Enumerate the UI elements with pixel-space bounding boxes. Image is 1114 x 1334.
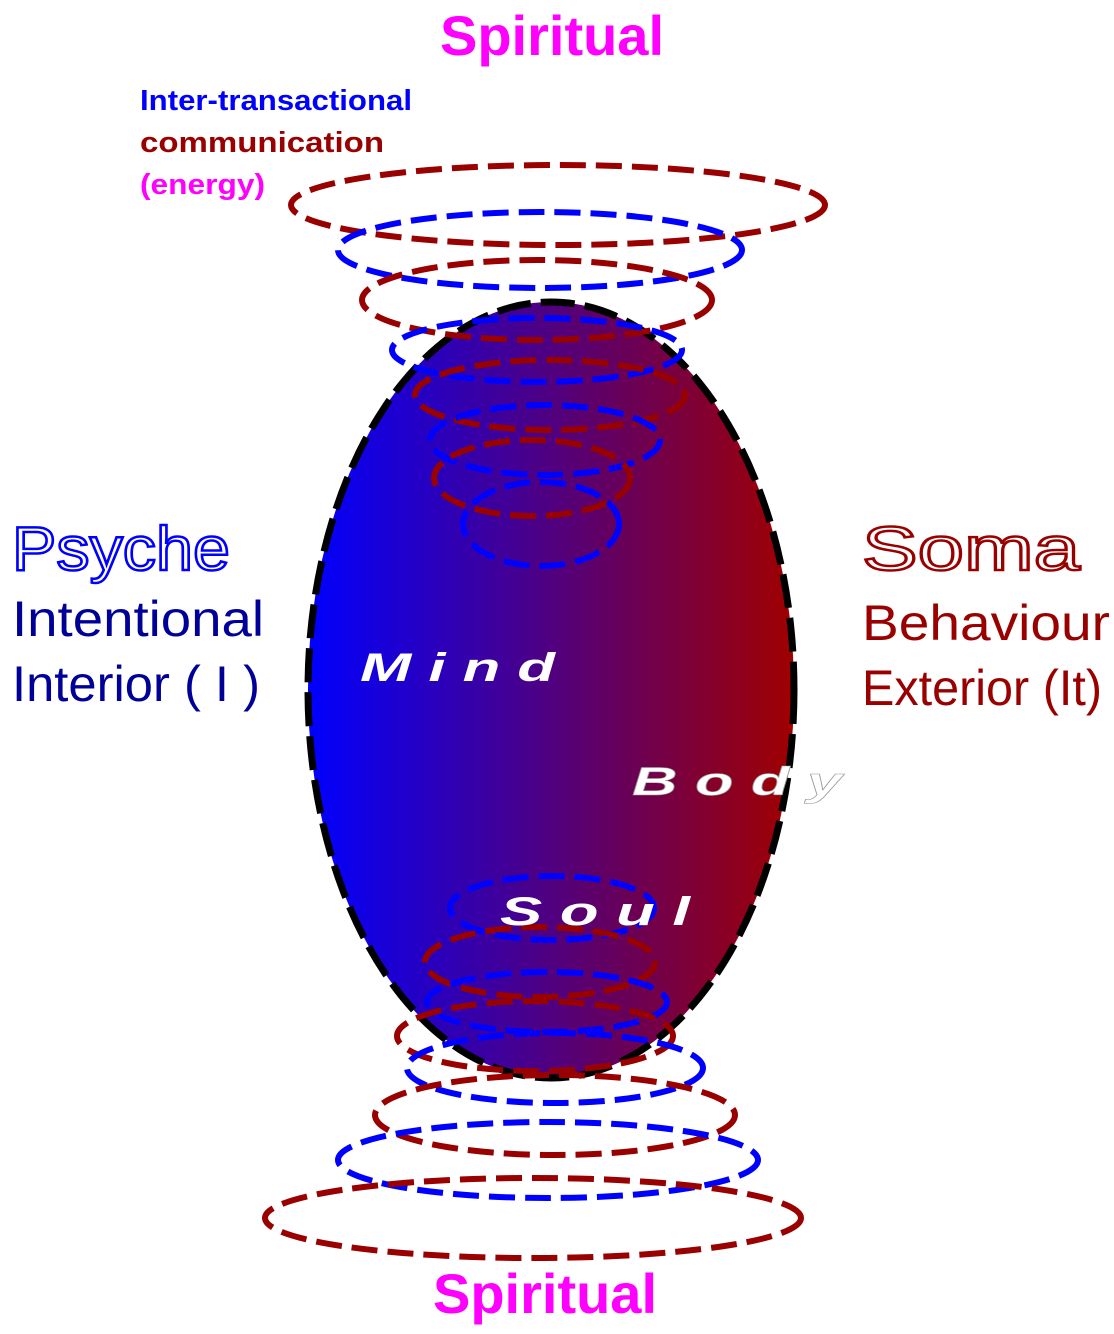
comm-caption-line1: Inter-transactional	[140, 85, 412, 117]
spiritual-top-title: Spiritual	[440, 4, 664, 67]
psyche-line-intentional: Intentional	[12, 591, 264, 647]
soul-label: S o u l	[500, 890, 691, 934]
comm-caption-line2: communication	[140, 127, 384, 159]
body-label: B o d y	[632, 760, 845, 804]
spiritual-bottom-title: Spiritual	[433, 1262, 657, 1325]
egg-shape	[308, 302, 794, 1078]
energy-ring	[375, 1075, 735, 1155]
soma-line-exterior: Exterior (It)	[862, 660, 1102, 716]
psyche-title: Psyche	[12, 515, 230, 584]
energy-ring	[291, 165, 825, 245]
comm-caption-line3: (energy)	[140, 169, 265, 201]
psyche-line-interior: Interior ( I )	[12, 656, 260, 712]
soma-title: Soma	[862, 515, 1081, 584]
soma-line-behaviour: Behaviour	[862, 595, 1110, 651]
mind-label: M i n d	[360, 646, 557, 690]
energy-ring	[265, 1178, 801, 1258]
